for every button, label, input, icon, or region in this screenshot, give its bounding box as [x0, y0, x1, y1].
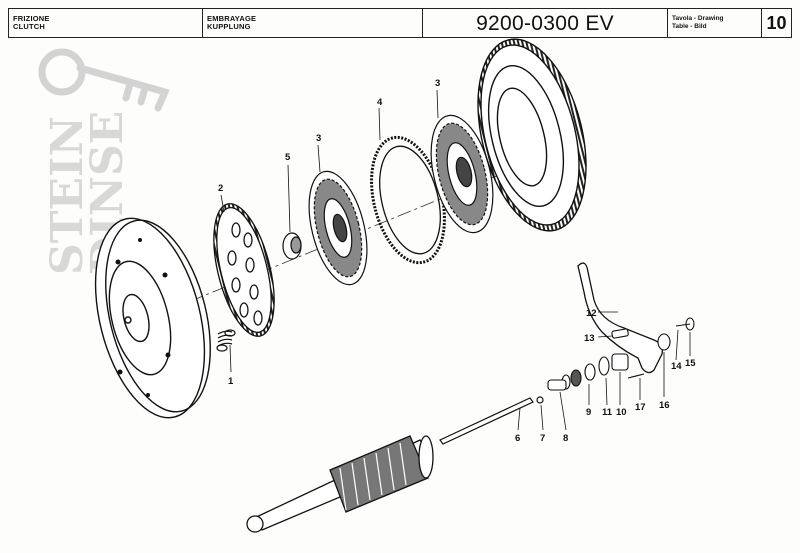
- callout-17: 17: [635, 402, 646, 413]
- input-shaft: [246, 435, 434, 533]
- callout-2: 2: [218, 183, 223, 194]
- key-logo-icon: [38, 48, 170, 112]
- group-cell-right: EMBRAYAGE KUPPLUNG: [203, 9, 423, 37]
- hub-part: [282, 232, 302, 260]
- spring-part: [216, 329, 236, 352]
- table-label-line2: Table - Bild: [672, 23, 707, 30]
- callout-11: 11: [602, 407, 613, 418]
- part-code-cell: 9200-0300 EV: [423, 9, 668, 37]
- callout-6: 6: [515, 433, 520, 444]
- pressure-plate-disc: [213, 203, 275, 337]
- table-number: 10: [766, 13, 787, 33]
- group-name-en: CLUTCH: [13, 22, 46, 31]
- friction-disc-middle: [308, 170, 368, 286]
- watermark-text-stein: STEIN: [42, 116, 93, 275]
- callout-1: 1: [228, 376, 234, 387]
- release-fork: [577, 262, 663, 374]
- flywheel-ring-gear: [477, 38, 587, 232]
- callout-14: 14: [671, 361, 682, 372]
- callout-3-middle: 3: [316, 133, 321, 144]
- callout-8: 8: [563, 433, 568, 444]
- table-label-line1: Tavola - Drawing: [672, 15, 724, 22]
- group-name-de: KUPPLUNG: [207, 22, 251, 31]
- callout-12: 12: [586, 308, 597, 319]
- friction-disc-right: [430, 114, 494, 234]
- release-small-parts: [547, 317, 695, 391]
- title-block: FRIZIONE CLUTCH EMBRAYAGE KUPPLUNG 9200-…: [8, 8, 792, 38]
- table-label-cell: Tavola - Drawing Table - Bild: [668, 9, 762, 37]
- callout-13: 13: [584, 333, 595, 344]
- group-cell-left: FRIZIONE CLUTCH: [9, 9, 203, 37]
- table-number-cell: 10: [762, 9, 791, 37]
- callout-leaders: [220, 89, 691, 431]
- callout-numbers: 1 2 3 3 4 5 6 7 8 9 10 11 12 13 14 15 16…: [218, 78, 696, 444]
- callout-3-right: 3: [435, 78, 440, 89]
- callout-5: 5: [285, 152, 291, 163]
- group-name-fr: EMBRAYAGE: [207, 14, 257, 23]
- release-rod: [439, 396, 544, 445]
- callout-4: 4: [377, 97, 383, 108]
- callout-9: 9: [586, 407, 591, 418]
- callout-10: 10: [616, 407, 627, 418]
- part-code: 9200-0300 EV: [476, 12, 614, 35]
- callout-15: 15: [685, 358, 696, 369]
- group-name-it: FRIZIONE: [13, 14, 50, 23]
- callout-16: 16: [659, 400, 670, 411]
- clutch-housing: [94, 217, 211, 419]
- callout-7: 7: [540, 433, 545, 444]
